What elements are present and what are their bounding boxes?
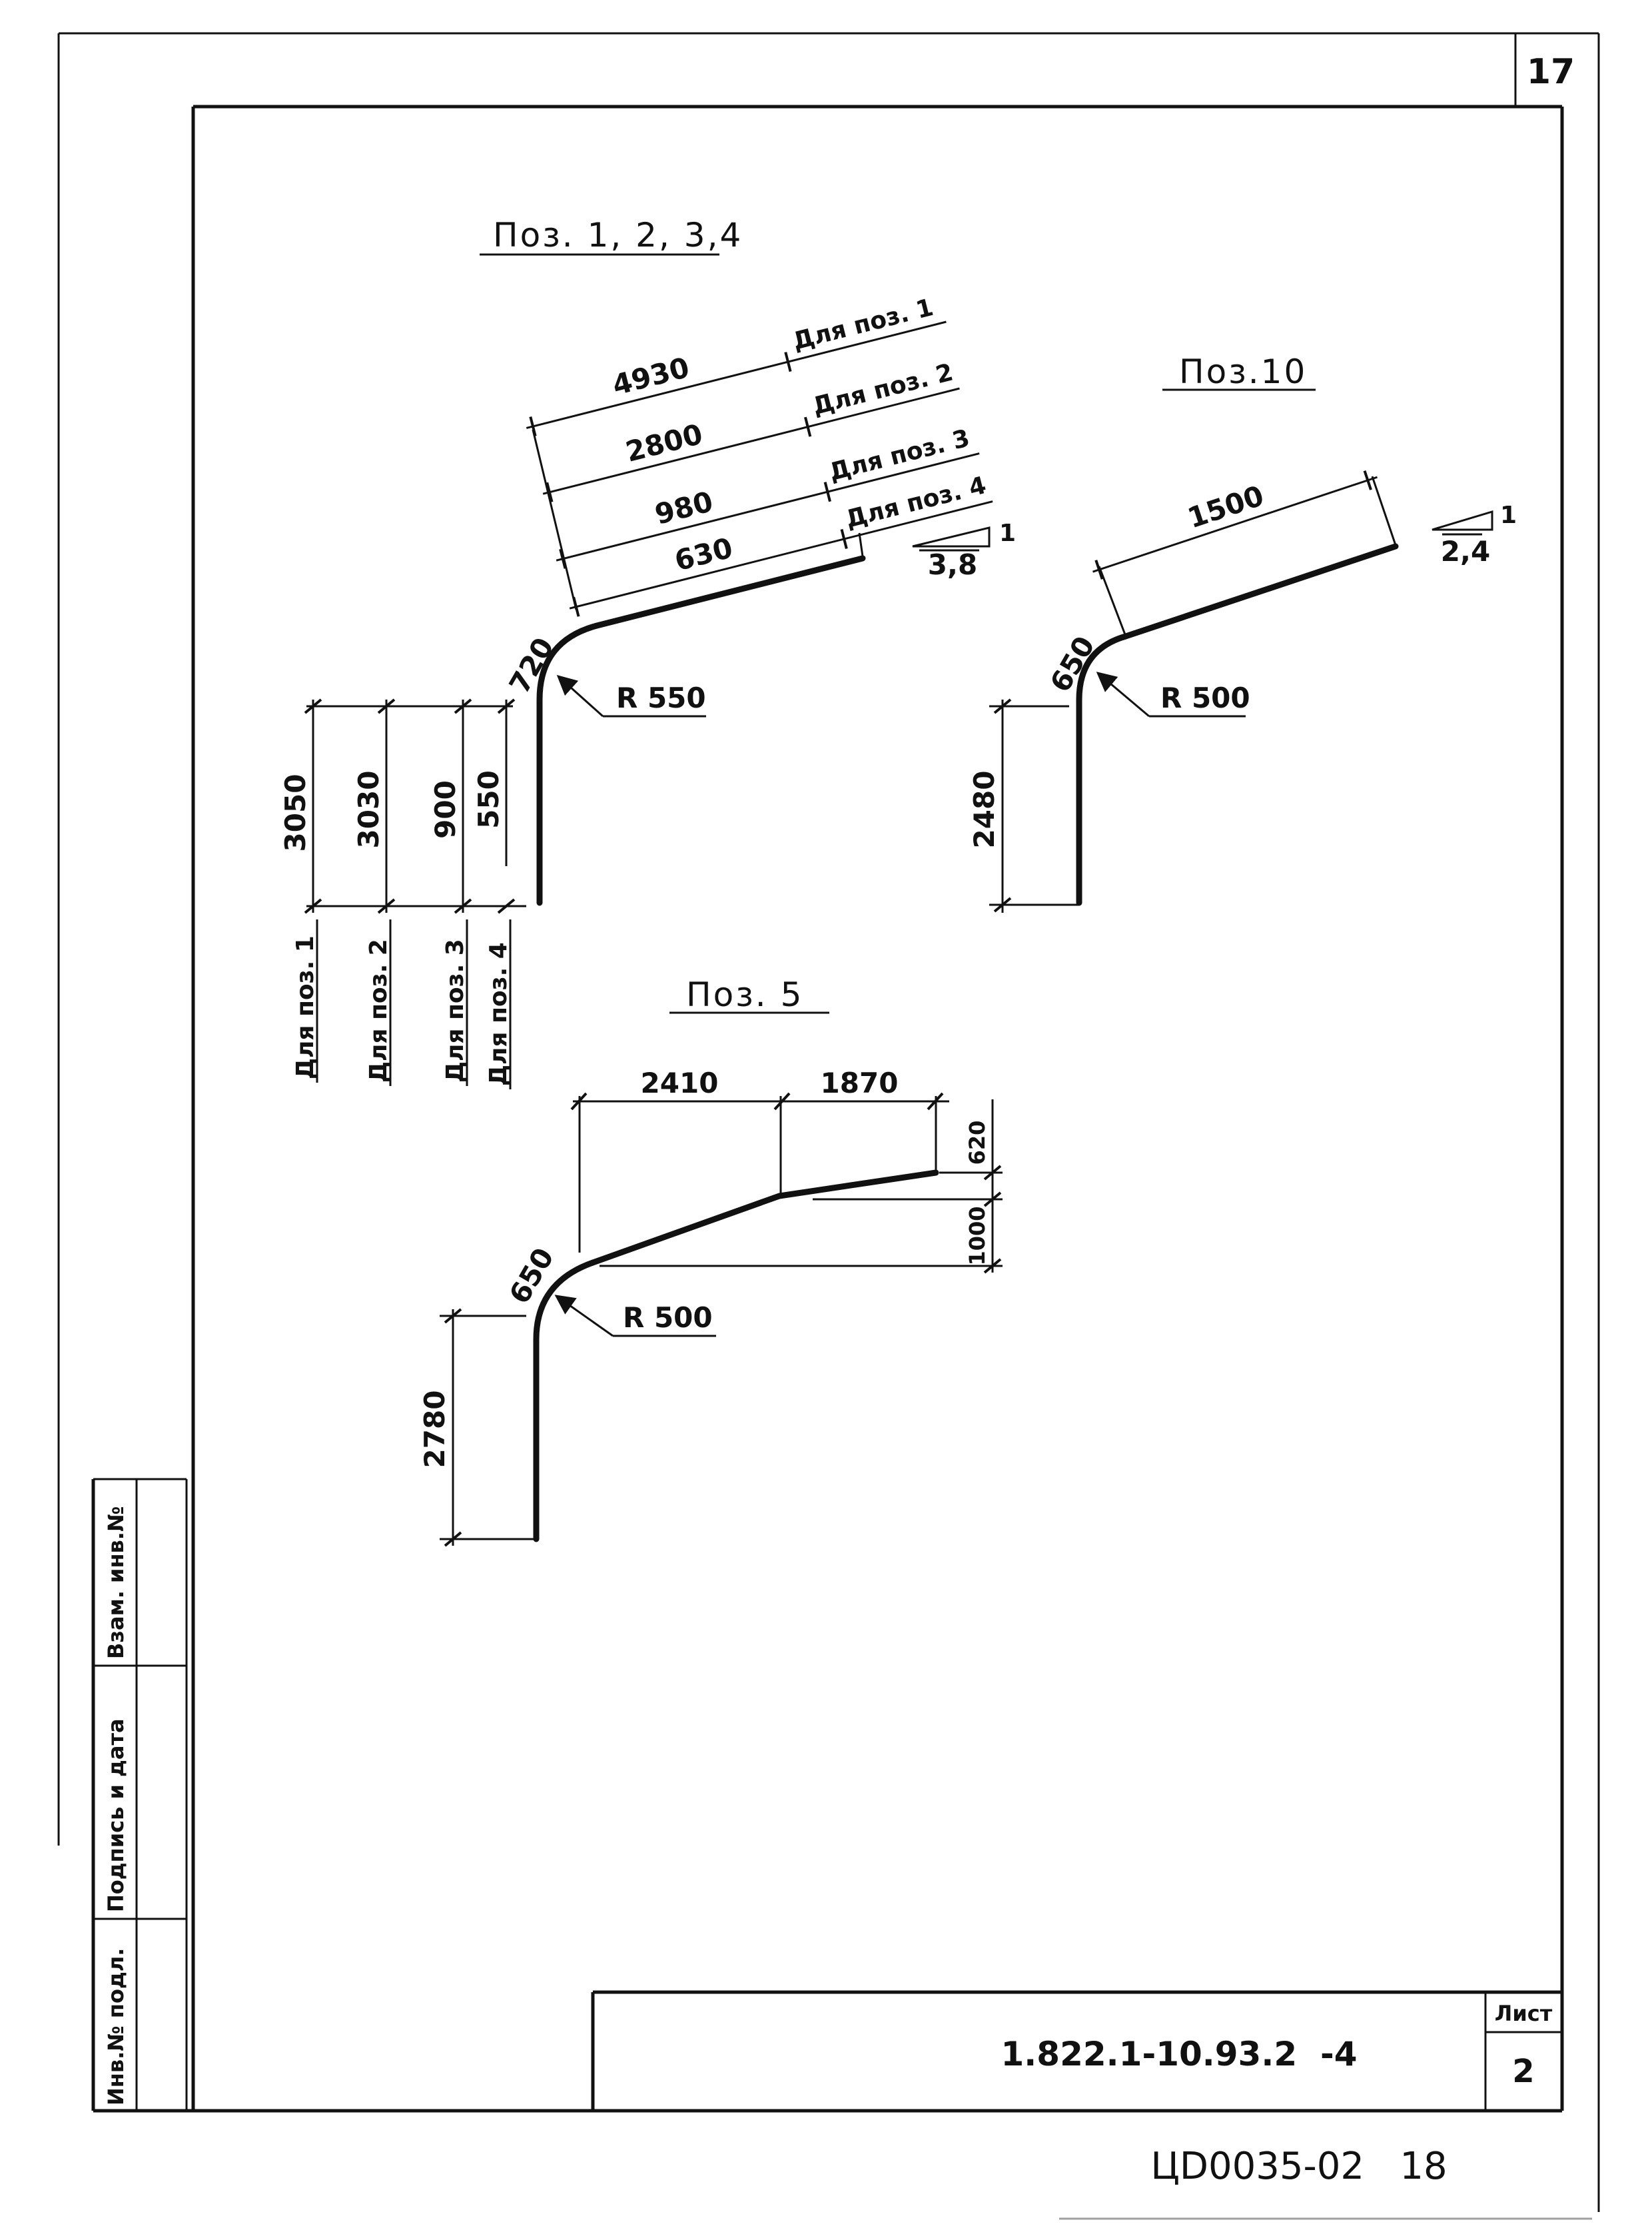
pos-10-bar — [1076, 543, 1399, 906]
slope-dim-630-for: Для поз. 4 — [843, 472, 989, 534]
sheet-label: Лист — [1495, 2001, 1553, 2026]
title-block: 1.822.1-10.93.2 -4 Лист 2 — [591, 1990, 1562, 2111]
slope-dim-980-label: 980 — [651, 485, 716, 531]
vertical-dims-1234: 3050 3030 900 550 Для поз. 1 Для поз. 2 … — [279, 698, 526, 1089]
side-cell-vzam: Взам. инв.№ — [103, 1506, 129, 1659]
pos-5-bend-arc: 650 — [503, 1243, 560, 1309]
pos-10-bend-arc: 650 — [1044, 631, 1101, 698]
vdim-550: 550 — [472, 770, 505, 829]
pos-5-title: Поз. 5 — [686, 975, 803, 1014]
rise-dims-pos5: 620 1000 — [600, 1099, 1003, 1274]
pos-1234-bar — [536, 555, 866, 906]
slope-dim-630-label: 630 — [671, 531, 736, 577]
sheet-number-top: 17 — [1527, 52, 1575, 92]
outer-frame — [57, 32, 1600, 2212]
vdim-3030: 3030 — [352, 771, 385, 849]
pos-1234-bend-arc: 720 — [503, 632, 560, 699]
vlabel-pos1: Для поз. 1 — [292, 935, 319, 1079]
vertical-dim-2480: 2480 — [968, 698, 1079, 913]
side-cell-inv-podl: Инв.№ подл. — [103, 1948, 129, 2105]
slope-dim-1500-label: 1500 — [1184, 479, 1268, 534]
vlabel-pos2: Для поз. 2 — [365, 939, 392, 1083]
pos-10-title: Поз.10 — [1179, 352, 1307, 391]
horiz-dims-pos5: 2410 1870 — [570, 1067, 949, 1253]
vdim-2480: 2480 — [968, 771, 1001, 849]
slope-dim-1500: 1500 — [1092, 470, 1378, 580]
slope-dim-2800-for: Для поз. 2 — [810, 358, 956, 420]
slope-dim-4930: 4930 Для поз. 1 — [526, 294, 947, 437]
slope-ratio-3-8-value: 3,8 — [928, 548, 977, 581]
slope-dim-2800-label: 2800 — [622, 418, 705, 468]
pos-10-radius: R 500 — [1160, 682, 1250, 714]
side-stamp: Инв.№ подл. Подпись и дата Взам. инв.№ — [91, 1478, 188, 2111]
slope-ratio-3-8: 3,8 1 — [912, 520, 1016, 581]
vdim-3050: 3050 — [279, 774, 312, 852]
slope-ratio-2-4-one: 1 — [1500, 502, 1517, 529]
pos-1234-title: Поз. 1, 2, 3,4 — [493, 216, 743, 255]
vlabel-pos4: Для поз. 4 — [485, 942, 512, 1086]
side-cell-podpis: Подпись и дата — [103, 1718, 129, 1912]
hdim-1870: 1870 — [821, 1067, 899, 1099]
footer-code: ЦD0035-02 18 — [1150, 2145, 1447, 2188]
slope-dim-980-for: Для поз. 3 — [826, 424, 972, 486]
hdim-2410: 2410 — [641, 1067, 719, 1099]
slope-dim-4930-for: Для поз. 1 — [790, 294, 936, 356]
slope-dim-2800: 2800 Для поз. 2 — [542, 358, 960, 502]
vdim-2780: 2780 — [418, 1391, 451, 1468]
vlabel-pos3: Для поз. 3 — [442, 939, 469, 1083]
slope-ratio-3-8-one: 1 — [999, 520, 1016, 547]
sheet-value: 2 — [1512, 2053, 1534, 2090]
vertical-dim-2780: 2780 — [418, 1308, 536, 1547]
pos-1234-radius: R 550 — [616, 682, 706, 714]
doc-code: 1.822.1-10.93.2 -4 — [1001, 2035, 1358, 2073]
slope-ratio-2-4: 2,4 1 — [1432, 502, 1517, 568]
slope-ratio-2-4-value: 2,4 — [1441, 535, 1490, 568]
pos-1234-drawing: Поз. 1, 2, 3,4 4930 Для поз. 1 2800 Для … — [279, 216, 1016, 1089]
vdim-900: 900 — [429, 780, 462, 839]
rdim-620: 620 — [965, 1121, 990, 1165]
slope-dim-4930-label: 4930 — [609, 351, 692, 402]
pos-5-bar — [533, 1169, 939, 1542]
pos-10-drawing: Поз.10 1500 2,4 1 650 R 500 — [968, 352, 1517, 913]
pos-5-drawing: Поз. 5 2410 1870 620 1000 650 — [418, 975, 1003, 1547]
rdim-1000: 1000 — [965, 1206, 990, 1265]
pos-5-radius: R 500 — [623, 1301, 713, 1334]
